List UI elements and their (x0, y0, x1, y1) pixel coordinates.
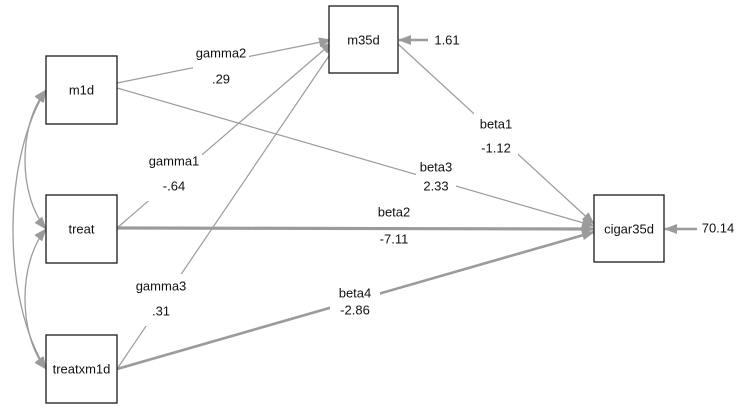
edge-beta2-treat-to-cigar35d (116, 223, 595, 234)
residual-value-m35d: 1.61 (434, 33, 459, 48)
residual-value-cigar35d: 70.14 (702, 221, 735, 236)
path-value-beta2: -7.11 (380, 232, 409, 247)
path-value-gamma2: .29 (212, 72, 230, 87)
node-label-cigar35d: cigar35d (604, 222, 654, 237)
path-value-beta1: -1.12 (481, 141, 511, 156)
path-name-beta4: beta4 (339, 286, 372, 301)
path-name-gamma3: gamma3 (136, 279, 187, 294)
node-label-m1d: m1d (69, 83, 94, 98)
path-name-gamma1: gamma1 (149, 154, 200, 169)
node-m35d: m35d (328, 5, 399, 74)
edge-beta3-m1d-to-cigar35d (116, 87, 595, 228)
path-name-beta1: beta1 (480, 117, 513, 132)
node-label-treat: treat (68, 222, 94, 237)
node-label-treatxm1d: treatxm1d (53, 362, 111, 377)
path-value-gamma1: -.64 (163, 179, 185, 194)
path-value-beta4: -2.86 (340, 303, 370, 318)
node-label-m35d: m35d (347, 33, 380, 48)
path-name-gamma2: gamma2 (196, 46, 247, 61)
path-value-beta3: 2.33 (423, 179, 448, 194)
path-value-gamma3: .31 (152, 304, 170, 319)
covariance-m1d-treatxm1d (12, 89, 47, 370)
node-treat: treat (45, 194, 118, 264)
path-name-beta3: beta3 (420, 160, 453, 175)
node-treatxm1d: treatxm1d (45, 334, 118, 404)
path-name-beta2: beta2 (378, 205, 411, 220)
node-cigar35d: cigar35d (593, 194, 665, 263)
node-m1d: m1d (45, 55, 118, 125)
